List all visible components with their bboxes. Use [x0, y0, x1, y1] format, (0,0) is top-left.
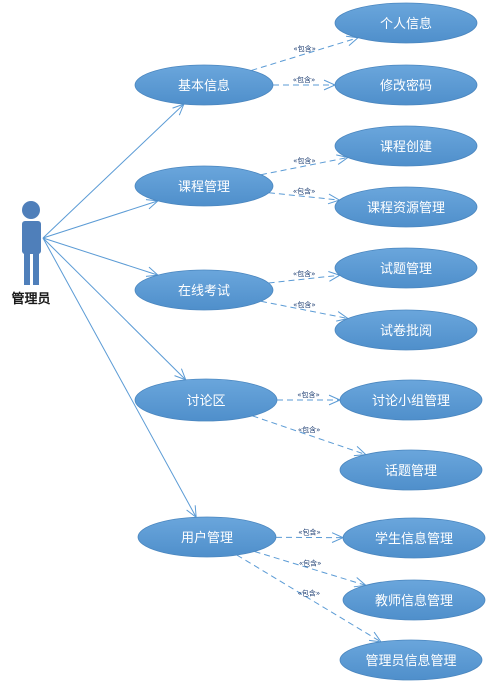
include-line-2-2: [268, 192, 340, 201]
include-line-2-1: [260, 157, 349, 176]
include-label-4-2: «包含»: [298, 425, 321, 434]
association-line-5: [42, 237, 197, 518]
usecase-group-2[interactable]: 课程管理: [134, 165, 274, 207]
usecase-group-3-label: 在线考试: [178, 284, 230, 299]
include-line-1-1: [251, 37, 359, 71]
usecase-4-1-shape: [339, 379, 483, 421]
actor-left-leg: [24, 252, 30, 285]
usecase-group-2-label: 课程管理: [178, 180, 230, 195]
usecase-5-3-shape: [339, 639, 483, 681]
usecase-1-1-label: 个人信息: [380, 16, 432, 32]
include-label-5-2: «包含»: [299, 558, 322, 567]
usecase-4-2-shape: [339, 449, 483, 491]
usecase-5-3-label: 管理员信息管理: [365, 653, 456, 669]
actor-admin: 管理员: [11, 201, 51, 307]
usecase-5-1[interactable]: 学生信息管理: [342, 517, 486, 559]
include-label-2-2: «包含»: [293, 186, 316, 195]
usecase-1-2[interactable]: 修改密码: [334, 64, 478, 106]
usecase-4-1[interactable]: 讨论小组管理: [339, 379, 483, 421]
usecase-2-1-shape: [334, 125, 478, 167]
usecase-group-5[interactable]: 用户管理: [137, 516, 277, 558]
actor-body: [22, 221, 41, 254]
include-label-4-1: «包含»: [297, 390, 320, 399]
usecase-2-1[interactable]: 课程创建: [334, 125, 478, 167]
usecase-group-3[interactable]: 在线考试: [134, 269, 274, 311]
usecase-group-4-label: 讨论区: [186, 394, 225, 409]
usecase-2-1-label: 课程创建: [380, 140, 432, 155]
usecase-group-1-label: 基本信息: [178, 78, 230, 94]
usecase-1-1-shape: [334, 2, 478, 44]
usecase-5-2[interactable]: 教师信息管理: [342, 579, 486, 621]
usecase-5-2-shape: [342, 579, 486, 621]
usecase-4-1-label: 讨论小组管理: [372, 394, 450, 409]
usecase-3-2-label: 试卷批阅: [380, 323, 432, 339]
include-label-2-1: «包含»: [293, 156, 316, 165]
usecase-2-2-label: 课程资源管理: [367, 201, 445, 216]
include-label-1-2: «包含»: [293, 75, 316, 84]
usecase-group-1[interactable]: 基本信息: [134, 64, 274, 106]
usecase-4-2[interactable]: 话题管理: [339, 449, 483, 491]
association-line-3: [42, 237, 159, 276]
actor-right-leg: [33, 252, 39, 285]
include-label-3-2: «包含»: [293, 300, 316, 309]
usecase-3-1[interactable]: 试题管理: [334, 247, 478, 289]
usecase-1-1[interactable]: 个人信息: [334, 2, 478, 44]
usecase-group-4-shape: [134, 378, 278, 422]
include-label-3-1: «包含»: [293, 269, 316, 278]
usecase-group-3-shape: [134, 269, 274, 311]
edges-layer: «包含» «包含» «包含» «包含» «包含» «包含» «包含» «包含» «包含» «包含»…: [42, 35, 382, 643]
usecase-group-5-shape: [137, 516, 277, 558]
usecase-3-2[interactable]: 试卷批阅: [334, 309, 478, 351]
association-line-2: [42, 200, 159, 239]
usecase-group-1-shape: [134, 64, 274, 106]
actor-label: 管理员: [11, 291, 50, 307]
usecase-group-5-label: 用户管理: [181, 530, 233, 546]
usecase-3-2-shape: [334, 309, 478, 351]
association-line-1: [42, 103, 185, 239]
usecase-5-1-label: 学生信息管理: [375, 531, 453, 547]
usecase-3-1-shape: [334, 247, 478, 289]
usecase-1-2-label: 修改密码: [380, 78, 432, 94]
include-label-5-3: «包含»: [298, 588, 321, 597]
include-line-3-1: [268, 274, 340, 284]
include-line-5-3: [236, 554, 382, 643]
usecase-5-3[interactable]: 管理员信息管理: [339, 639, 483, 681]
usecase-3-1-label: 试题管理: [380, 262, 432, 277]
usecase-2-2[interactable]: 课程资源管理: [334, 186, 478, 228]
include-line-3-2: [260, 300, 349, 319]
usecase-5-1-shape: [342, 517, 486, 559]
usecase-4-2-label: 话题管理: [385, 464, 437, 479]
include-label-1-1: «包含»: [293, 44, 316, 53]
usecase-group-4[interactable]: 讨论区: [134, 378, 278, 422]
include-line-4-2: [252, 415, 366, 456]
actor-head: [22, 201, 40, 219]
include-label-5-1: «包含»: [298, 527, 321, 536]
include-line-4-2-arrowhead: [353, 446, 367, 457]
association-line-4: [42, 237, 187, 381]
include-line-5-2: [254, 551, 366, 586]
usecase-5-2-label: 教师信息管理: [375, 593, 453, 609]
usecase-2-2-shape: [334, 186, 478, 228]
usecase-1-2-shape: [334, 64, 478, 106]
usecase-group-2-shape: [134, 165, 274, 207]
